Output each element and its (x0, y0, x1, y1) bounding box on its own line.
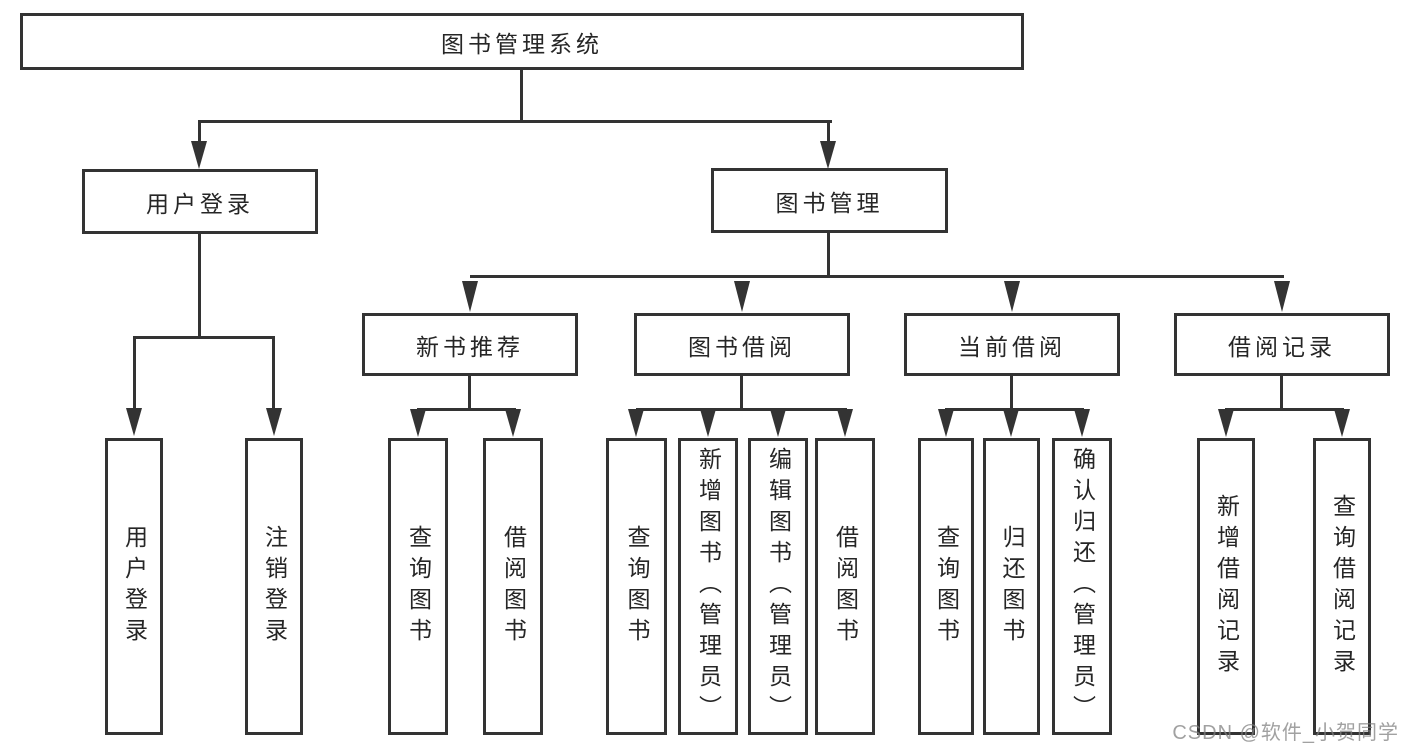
node-leaf-user-login: 用户登录 (105, 438, 163, 735)
arrow-down-icon (191, 141, 207, 169)
node-leaf-query-books-recommend: 查询图书 (388, 438, 448, 735)
edge-level3-bar (470, 275, 1284, 278)
node-leaf-edit-books-admin: 编辑图书（管理员） (748, 438, 808, 735)
arrow-down-icon (126, 408, 142, 436)
node-label: 查询借阅记录 (1329, 493, 1356, 680)
node-label: 确认归还（管理员） (1069, 447, 1096, 726)
node-leaf-add-books-admin: 新增图书（管理员） (678, 438, 738, 735)
node-label: 新增借阅记录 (1213, 493, 1240, 680)
arrow-down-icon (1004, 281, 1020, 312)
node-label: 借阅图书 (500, 524, 527, 649)
node-root-label: 图书管理系统 (441, 30, 603, 57)
edge-newbook-bar (417, 408, 516, 411)
node-label: 借阅记录 (1228, 333, 1336, 360)
node-current-borrowing: 当前借阅 (904, 313, 1120, 376)
node-root: 图书管理系统 (20, 13, 1024, 70)
node-label: 查询图书 (933, 524, 960, 649)
node-leaf-add-borrow-record: 新增借阅记录 (1197, 438, 1255, 735)
arrow-down-icon (1334, 409, 1350, 437)
arrow-down-icon (1003, 409, 1019, 437)
node-label: 图书借阅 (688, 333, 796, 360)
arrow-down-icon (1074, 409, 1090, 437)
arrow-down-icon (628, 409, 644, 437)
node-leaf-query-books-borrowing: 查询图书 (606, 438, 667, 735)
edge-newbook-stem (468, 376, 471, 410)
node-label: 用户登录 (121, 524, 148, 649)
node-label: 借阅图书 (832, 524, 859, 649)
node-leaf-logout: 注销登录 (245, 438, 303, 735)
arrow-down-icon (1274, 281, 1290, 312)
arrow-down-icon (734, 281, 750, 312)
arrow-down-icon (410, 409, 426, 437)
node-label: 查询图书 (624, 524, 650, 649)
arrow-down-icon (1218, 409, 1234, 437)
node-leaf-query-books-current: 查询图书 (918, 438, 974, 735)
edge-root-stem (520, 69, 523, 122)
edge-mgmt-branch-drop (827, 120, 830, 148)
node-label: 图书管理 (775, 189, 884, 216)
node-book-borrowing: 图书借阅 (634, 313, 850, 376)
edge-current-stem (1010, 376, 1013, 410)
node-book-management-branch: 图书管理 (711, 168, 948, 233)
node-user-login-branch: 用户登录 (82, 169, 318, 234)
arrow-down-icon (770, 409, 786, 437)
node-leaf-borrow-books: 借阅图书 (815, 438, 875, 735)
arrow-down-icon (820, 141, 836, 169)
arrow-down-icon (938, 409, 954, 437)
node-new-book-recommend: 新书推荐 (362, 313, 578, 376)
edge-records-bar (1225, 408, 1344, 411)
arrow-down-icon (505, 409, 521, 437)
edge-user-bar (133, 336, 275, 339)
edge-mgmt-stem (827, 233, 830, 277)
node-label: 编辑图书（管理员） (765, 447, 792, 726)
watermark: CSDN @软件_小贺同学 (1172, 722, 1399, 744)
node-label: 查询图书 (405, 524, 432, 649)
node-label: 新增图书（管理员） (695, 447, 722, 726)
edge-borrow-stem (740, 376, 743, 410)
node-leaf-borrow-books-recommend: 借阅图书 (483, 438, 543, 735)
edge-user-left-drop (133, 336, 136, 412)
node-leaf-confirm-return-admin: 确认归还（管理员） (1052, 438, 1112, 735)
arrow-down-icon (462, 281, 478, 312)
node-label: 新书推荐 (416, 333, 524, 360)
node-borrowing-records: 借阅记录 (1174, 313, 1390, 376)
edge-user-stem (198, 233, 201, 338)
arrow-down-icon (266, 408, 282, 436)
edge-level2-bar (198, 120, 832, 123)
node-label: 当前借阅 (958, 333, 1066, 360)
edge-borrow-bar (636, 408, 847, 411)
arrow-down-icon (700, 409, 716, 437)
edge-user-right-drop (272, 336, 275, 412)
node-leaf-return-books: 归还图书 (983, 438, 1040, 735)
node-label: 注销登录 (261, 524, 288, 649)
node-leaf-query-borrow-record: 查询借阅记录 (1313, 438, 1371, 735)
node-label: 用户登录 (146, 190, 254, 217)
arrow-down-icon (837, 409, 853, 437)
edge-user-branch-drop (198, 120, 201, 148)
edge-records-stem (1280, 376, 1283, 410)
node-label: 归还图书 (999, 524, 1025, 649)
